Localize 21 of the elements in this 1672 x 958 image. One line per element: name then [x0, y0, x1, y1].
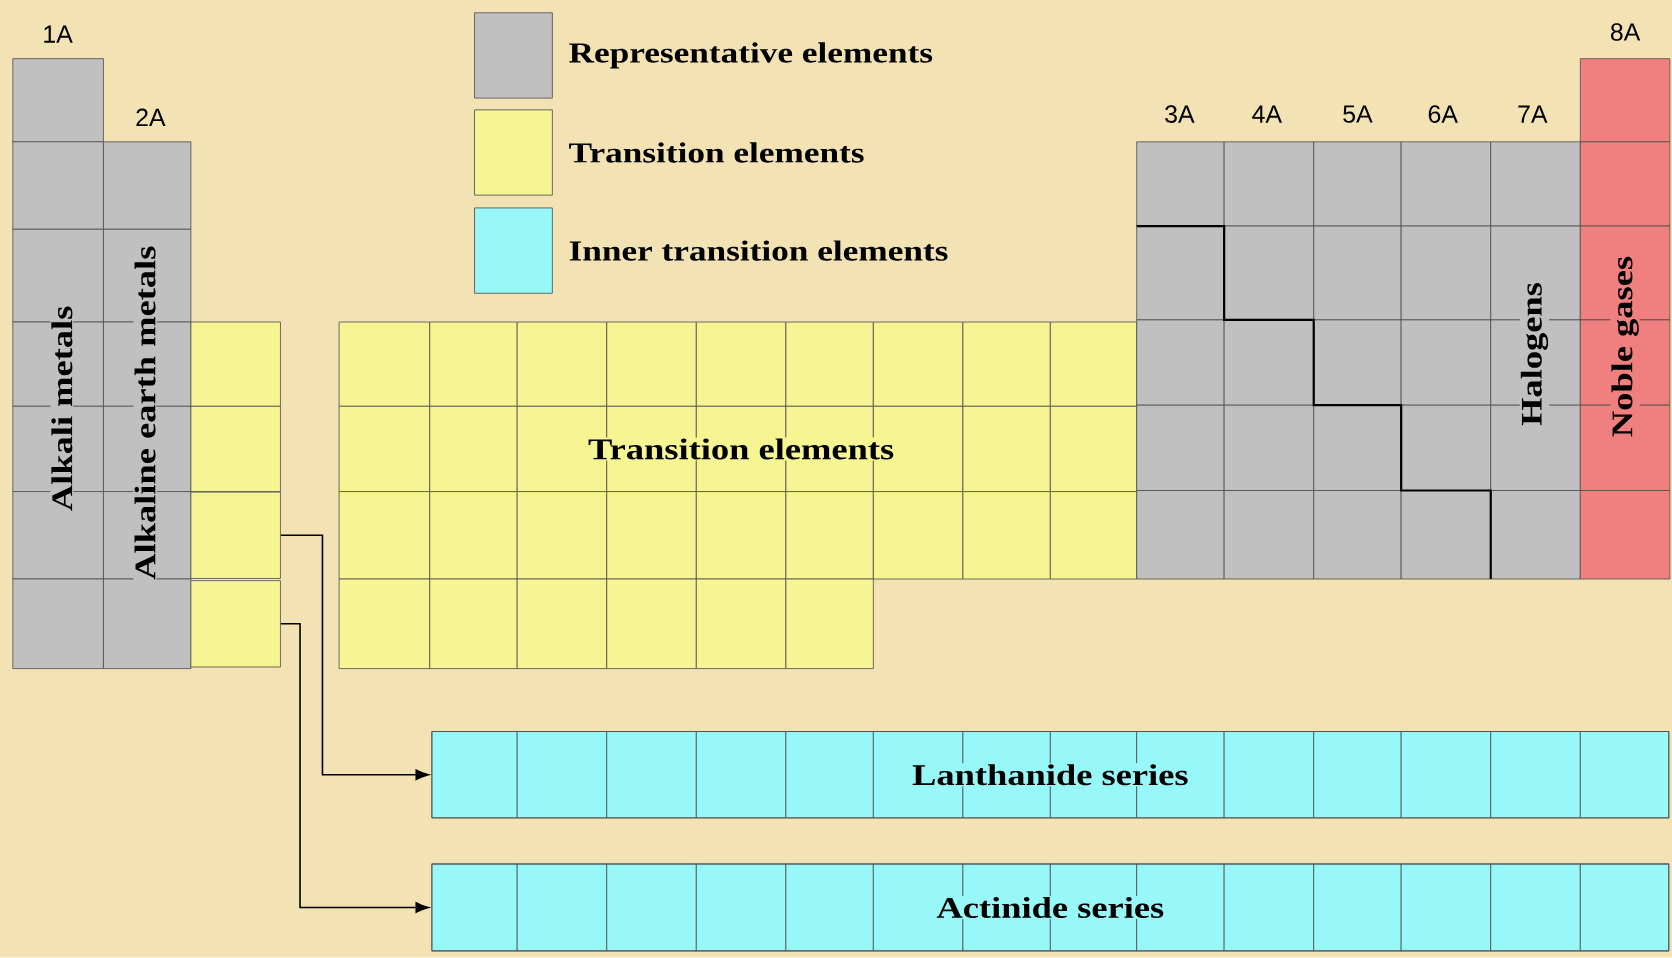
- group-label: 8A: [1610, 23, 1641, 42]
- arrow: [280, 534, 429, 781]
- legend-label: Transition elements: [569, 142, 864, 163]
- legend-label: Inner transition elements: [569, 240, 948, 261]
- group-label-text: Halogens: [1519, 281, 1550, 428]
- legend-label: Representative elements: [569, 42, 933, 69]
- table-cell: [190, 580, 281, 668]
- arrow: [280, 623, 429, 914]
- group-label-text: Alkaline earth metals: [133, 244, 157, 581]
- group-label: 5A: [1343, 105, 1373, 123]
- table-cell: [190, 491, 281, 580]
- group-label: 1A: [44, 25, 73, 43]
- group-label: 7A: [1518, 105, 1548, 123]
- group-label: 2A: [136, 108, 166, 127]
- block-label: Transition elements: [587, 437, 896, 461]
- group-label-text: Noble gases: [1610, 255, 1640, 439]
- group-label-text: Alkali metals: [50, 304, 74, 513]
- group-label: 6A: [1428, 105, 1458, 124]
- group-label: 4A: [1252, 105, 1282, 123]
- series-row: Actinide series: [431, 864, 1670, 952]
- group-label: 3A: [1165, 105, 1195, 124]
